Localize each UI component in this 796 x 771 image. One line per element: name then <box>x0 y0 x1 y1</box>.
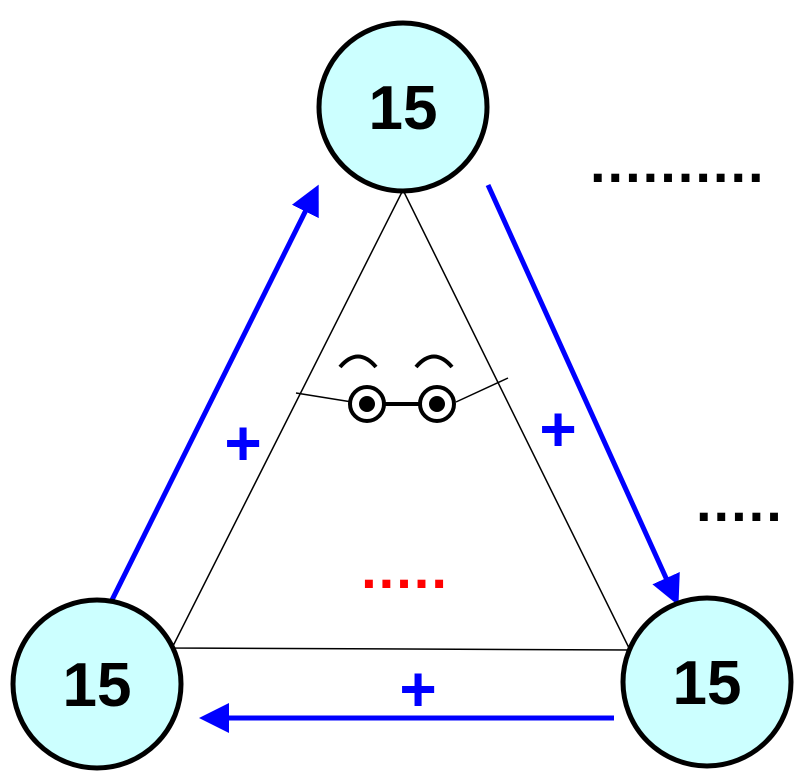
plus-sign-left: + <box>224 407 261 479</box>
plus-sign-bottom: + <box>399 653 436 725</box>
node-left-value: 15 <box>63 651 132 720</box>
node-right: 15 <box>620 595 794 769</box>
node-top: 15 <box>316 20 490 194</box>
arrow-right-down <box>485 183 680 606</box>
node-right-value: 15 <box>673 649 742 718</box>
glasses-face-icon <box>295 354 509 423</box>
node-top-value: 15 <box>369 74 438 143</box>
arrow-left-up <box>109 184 319 602</box>
inner-triangle <box>170 188 632 651</box>
plus-sign-right: + <box>539 393 576 465</box>
answer-placeholder-dots: ..... <box>361 537 449 600</box>
node-left: 15 <box>10 597 184 771</box>
side-dots-lower: ..... <box>696 470 784 533</box>
side-dots-upper: .......... <box>590 131 766 194</box>
